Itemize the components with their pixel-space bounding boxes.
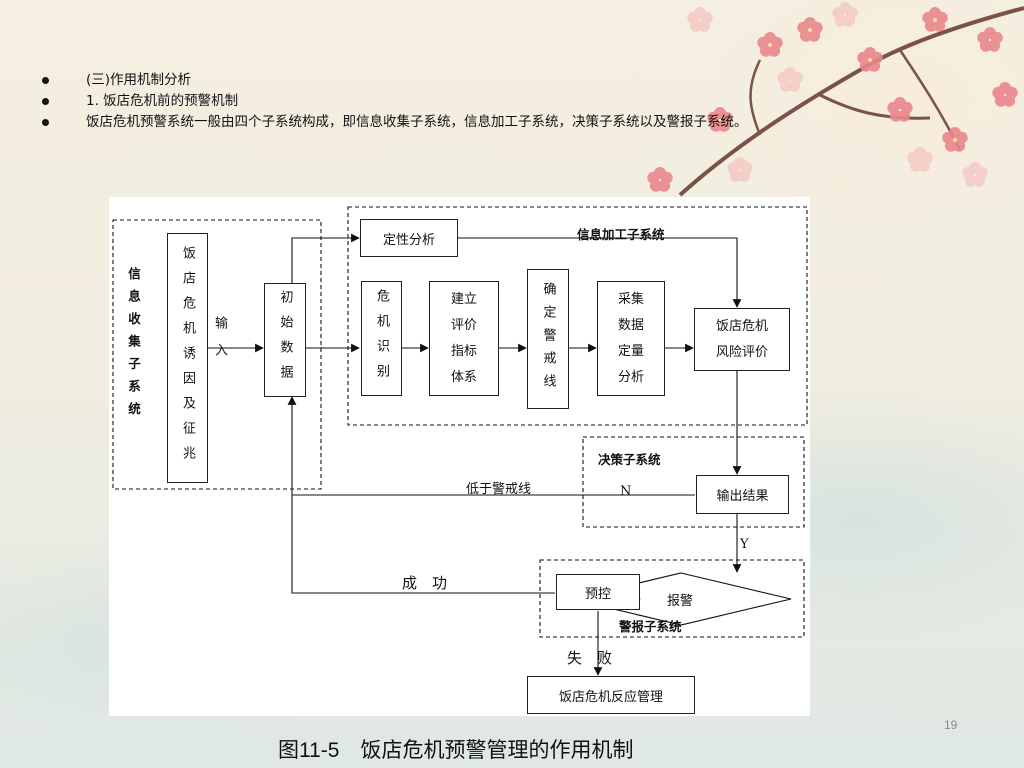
data-collection-text-3: 定量	[617, 343, 644, 359]
data-collection-text-2: 数据	[617, 317, 644, 333]
process-subsystem-frame	[347, 206, 808, 426]
yes-label: Y	[740, 537, 749, 552]
no-label: N	[620, 484, 632, 499]
data-collection-box: 采集 数据 定量 分析	[597, 281, 665, 396]
crisis-response-box: 饭店危机反应管理	[527, 676, 695, 714]
below-warnline-label: 低于警戒线	[466, 482, 532, 497]
risk-evaluation-text-1: 饭店危机	[715, 318, 768, 334]
collect-subsystem-frame	[112, 219, 322, 490]
bullet-text: (三)作用机制分析	[86, 72, 192, 88]
qualitative-analysis-text: 定性分析	[382, 232, 435, 248]
page-number: 19	[944, 718, 958, 732]
bullet-dot	[42, 98, 49, 105]
risk-evaluation-box: 饭店危机 风险评价	[694, 308, 790, 371]
bullet-text: 饭店危机预警系统一般由四个子系统构成，即信息收集子系统，信息加工子系统，决策子系…	[86, 114, 748, 130]
alarm-text: 报警	[667, 594, 694, 609]
diagram-connectors	[112, 206, 808, 676]
index-system-text-2: 评价	[450, 317, 477, 333]
output-result-text: 输出结果	[716, 489, 769, 504]
input-label: 输入	[212, 316, 227, 370]
crisis-identify-box: 危机识别	[361, 281, 402, 396]
warnline-box: 确定警戒线	[527, 269, 569, 409]
failure-label: 失 败	[567, 649, 613, 667]
success-label: 成 功	[402, 574, 448, 592]
decision-subsystem-label: 决策子系统	[598, 452, 661, 467]
cherry-blossom-decoration	[647, 2, 1024, 197]
arrow-to-qualitative	[291, 233, 360, 283]
initial-data-box: 初始数据	[264, 283, 306, 397]
qualitative-analysis-box: 定性分析	[360, 219, 458, 257]
decision-subsystem-frame	[582, 436, 805, 528]
precontrol-text: 预控	[584, 586, 611, 602]
inducement-box: 饭店危机诱因及征兆	[167, 233, 208, 483]
figure-title: 饭店危机预警管理的作用机制	[360, 738, 634, 762]
arrow-qualitative-to-risk	[458, 237, 742, 308]
index-system-box: 建立 评价 指标 体系	[429, 281, 499, 396]
output-result-box: 输出结果	[696, 475, 789, 514]
precontrol-box: 预控	[556, 574, 640, 610]
bullet-text: 1. 饭店危机前的预警机制	[86, 93, 239, 109]
index-system-text-4: 体系	[450, 369, 477, 385]
figure-number: 图11-5	[278, 739, 340, 762]
index-system-text-3: 指标	[450, 343, 477, 359]
alarm-subsystem-label: 警报子系统	[619, 619, 682, 634]
collect-subsystem-label: 信息收集子系统	[126, 267, 141, 425]
process-subsystem-label: 信息加工子系统	[577, 227, 665, 242]
inducement-text: 饭店危机诱因及征兆	[180, 245, 195, 471]
index-system-text-1: 建立	[450, 291, 477, 307]
data-collection-text-4: 分析	[617, 369, 644, 385]
bullet-dot	[42, 77, 49, 84]
crisis-identify-text: 危机识别	[374, 288, 389, 389]
alarm-subsystem-frame	[539, 559, 805, 638]
warning-mechanism-diagram: 信息收集子系统 信息加工子系统 决策子系统 警报子系统 饭店危机诱因及征兆 初始…	[109, 197, 810, 716]
arrow-success-feedback	[291, 495, 555, 594]
bullet-dot	[42, 119, 49, 126]
crisis-response-text: 饭店危机反应管理	[558, 689, 663, 705]
figure-caption: 图11-5 饭店危机预警管理的作用机制	[278, 734, 633, 764]
initial-data-text: 初始数据	[277, 290, 293, 390]
risk-evaluation-text-2: 风险评价	[715, 344, 768, 360]
data-collection-text-1: 采集	[617, 291, 644, 307]
warnline-text: 确定警戒线	[540, 281, 556, 397]
